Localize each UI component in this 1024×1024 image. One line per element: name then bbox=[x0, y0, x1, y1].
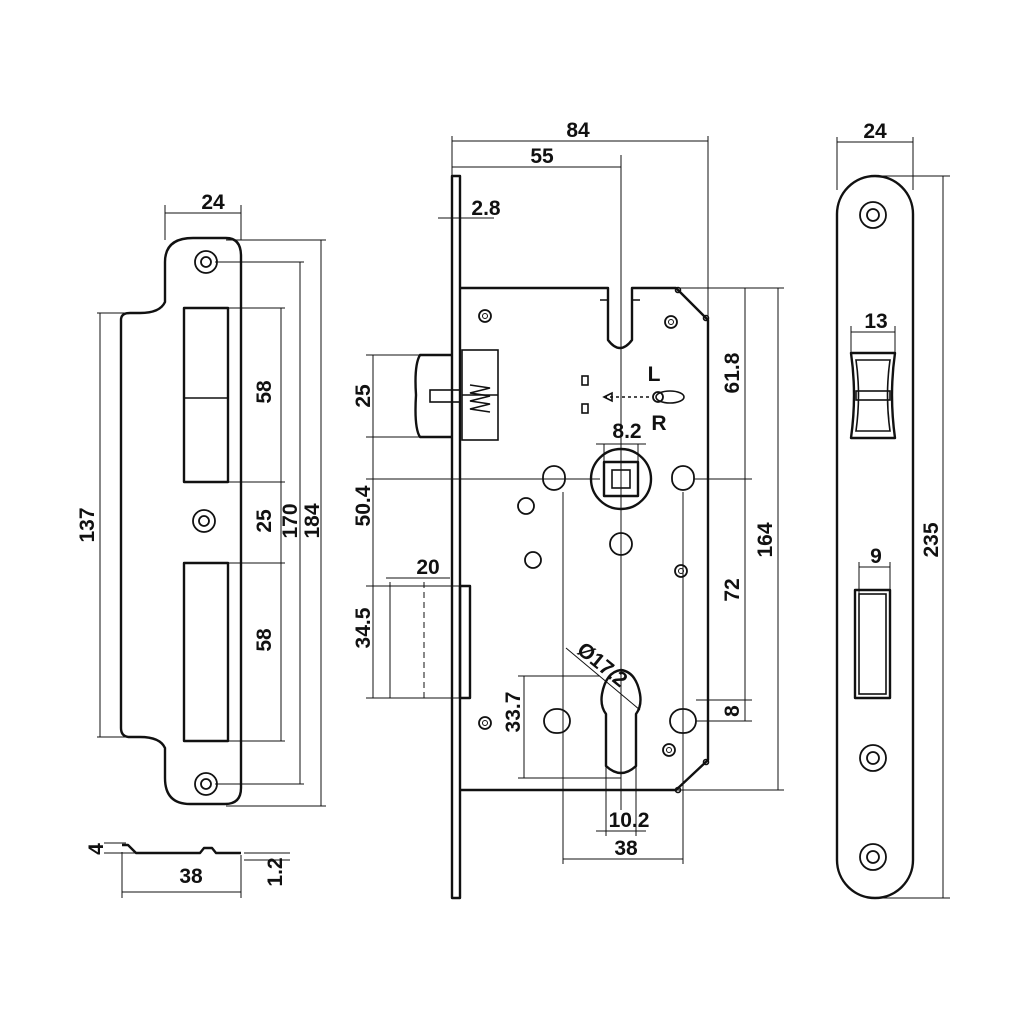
latch-bolt bbox=[414, 353, 452, 439]
dim-strike-side-lip: 4 bbox=[85, 843, 108, 855]
faceplate-latch-opening bbox=[849, 351, 897, 440]
dim-lock-cylinder-diameter: Ø17.2 bbox=[573, 638, 632, 692]
dim-strike-side-width: 38 bbox=[179, 865, 203, 888]
dim-lock-center-distance: 72 bbox=[721, 578, 744, 601]
handing-left-label: L bbox=[648, 363, 661, 386]
dim-faceplate-latch-width: 13 bbox=[864, 310, 887, 333]
dim-lock-body-height: 164 bbox=[754, 522, 777, 557]
dim-lock-top-offset: 61.8 bbox=[721, 352, 744, 393]
dim-lock-faceplate-thickness: 2.8 bbox=[471, 197, 501, 220]
dim-lock-cylinder-lower: 8 bbox=[721, 705, 744, 717]
dim-strike-thickness: 1.2 bbox=[264, 857, 287, 886]
dim-strike-plate-height: 184 bbox=[301, 503, 324, 538]
dim-strike-overall-height: 137 bbox=[76, 507, 99, 542]
dim-lock-screw-hole-spacing: 38 bbox=[614, 837, 638, 860]
dim-lock-follower-square: 8.2 bbox=[612, 420, 641, 443]
lock-body: L R 84 55 2.8 25 50.4 20 34.5 bbox=[352, 119, 784, 900]
strike-plate: 24 137 58 25 58 170 184 38 4 bbox=[76, 191, 326, 898]
dim-faceplate-bolt-width: 9 bbox=[870, 545, 882, 568]
handing-right-label: R bbox=[651, 412, 666, 435]
dim-faceplate-width: 24 bbox=[863, 120, 887, 143]
dim-lock-cylinder-offset: 33.7 bbox=[502, 692, 525, 733]
strike-side-profile bbox=[122, 843, 241, 855]
cylinder-profile bbox=[600, 668, 642, 775]
faceplate-outline bbox=[835, 174, 915, 900]
strike-opening-lower bbox=[182, 561, 230, 743]
dim-lock-bolt-projection: 20 bbox=[416, 556, 439, 579]
strike-opening-upper bbox=[182, 306, 230, 484]
dim-faceplate-length: 235 bbox=[920, 522, 943, 557]
dim-lock-latch-to-follower: 50.4 bbox=[352, 485, 375, 526]
dim-strike-hole-spacing: 170 bbox=[279, 503, 302, 538]
dim-lock-total-width: 84 bbox=[566, 119, 590, 142]
dim-strike-web: 25 bbox=[253, 509, 276, 533]
dim-lock-backset: 55 bbox=[530, 145, 554, 168]
strike-plate-outline bbox=[119, 236, 243, 806]
faceplate: 24 13 9 235 bbox=[835, 120, 950, 900]
dim-strike-opening-upper: 58 bbox=[253, 380, 276, 404]
dim-strike-width: 24 bbox=[201, 191, 225, 214]
deadbolt bbox=[458, 584, 472, 700]
faceplate-bolt-opening bbox=[853, 588, 892, 700]
dim-strike-opening-lower: 58 bbox=[253, 628, 276, 652]
dim-lock-cylinder-width: 10.2 bbox=[609, 809, 650, 832]
dim-lock-bolt-height: 34.5 bbox=[352, 607, 375, 648]
dim-lock-latch-height: 25 bbox=[352, 384, 375, 408]
lock-faceplate-edge bbox=[450, 174, 462, 900]
